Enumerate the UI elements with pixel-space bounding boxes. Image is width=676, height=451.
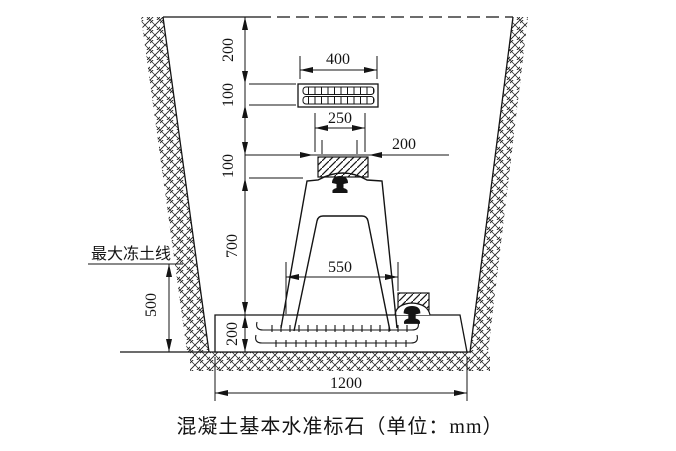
dim-label-depth-200: 200 xyxy=(220,38,237,62)
soil-band-bottom xyxy=(190,352,490,371)
dim-label-cover-100: 100 xyxy=(220,83,237,107)
pillar-inner-outline xyxy=(293,215,391,332)
dim-200h-lines xyxy=(245,140,449,156)
pit-wall-left xyxy=(162,16,210,353)
pillar-outer-outline xyxy=(280,172,398,329)
soil-band-left xyxy=(141,17,209,352)
pit-soil-hatch xyxy=(141,17,528,371)
soil-band-right xyxy=(470,17,528,352)
dim-1200-lines xyxy=(214,357,468,401)
rebar-ticks-upper xyxy=(271,325,408,332)
upper-benchmark-bolt xyxy=(332,176,348,193)
dim-label-base-1200: 1200 xyxy=(330,375,362,392)
cover-plate-band-top xyxy=(302,86,375,95)
dim-label-cap-100: 100 xyxy=(220,154,237,178)
frost-line-label: 最大冻土线 xyxy=(91,245,171,263)
pit-wall-right xyxy=(469,16,514,353)
figure-caption: 混凝土基本水准标石（单位：mm） xyxy=(176,415,503,438)
dimension-labels: 200 100 100 700 200 500 400 250 200 550 … xyxy=(91,38,416,392)
dim-550-lines xyxy=(285,262,399,314)
base-slab xyxy=(214,292,468,353)
dim-label-head-200: 200 xyxy=(392,136,416,153)
pillar xyxy=(280,172,398,332)
dim-label-pillar-700: 700 xyxy=(224,234,241,258)
chain-extension-lines xyxy=(249,83,303,179)
dim-label-cover-400: 400 xyxy=(326,51,350,68)
rebar-line-upper xyxy=(256,321,419,331)
dim-label-cap-250: 250 xyxy=(328,110,352,127)
dim-label-pillar-550: 550 xyxy=(328,259,352,276)
dim-label-base-200: 200 xyxy=(224,322,241,346)
cover-plate-band-bottom xyxy=(302,96,375,105)
cover-plate xyxy=(297,83,379,108)
dim-label-frost-500: 500 xyxy=(143,293,160,317)
slab-rebar xyxy=(255,321,419,347)
rebar-ticks-lower xyxy=(275,340,407,347)
pillar-cap-stone xyxy=(317,156,369,178)
